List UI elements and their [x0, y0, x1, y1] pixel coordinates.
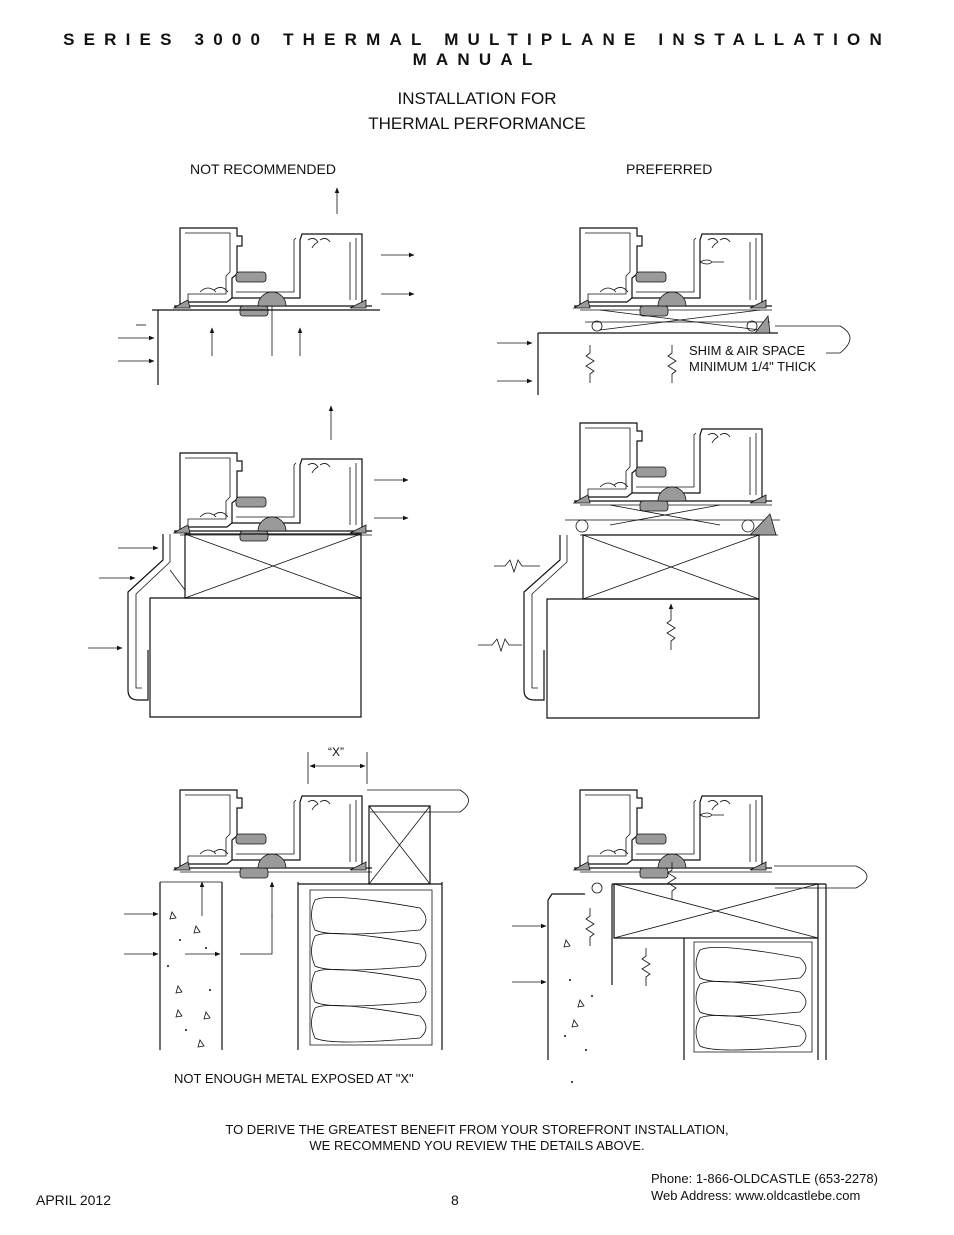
- x-dimension-label: “X”: [328, 745, 344, 759]
- advice-line-1: TO DERIVE THE GREATEST BENEFIT FROM YOUR…: [225, 1122, 729, 1137]
- advice-line-2: WE RECOMMEND YOU REVIEW THE DETAILS ABOV…: [309, 1138, 645, 1153]
- concrete-texture-right: [564, 940, 593, 1083]
- x-note: NOT ENOUGH METAL EXPOSED AT "X": [174, 1071, 414, 1086]
- concrete-texture: [167, 912, 211, 1047]
- detail-1-not-recommended: [118, 187, 415, 385]
- page-number: 8: [451, 1192, 459, 1208]
- detail-2-not-recommended: [88, 405, 409, 717]
- not-recommended-heading: NOT RECOMMENDED: [190, 161, 336, 177]
- shim-note-line-2: MINIMUM 1/4" THICK: [689, 359, 817, 374]
- manual-header: SERIES 3000 THERMAL MULTIPLANE INSTALLAT…: [63, 30, 891, 69]
- footer-phone: Phone: 1-866-OLDCASTLE (653-2278): [651, 1171, 878, 1186]
- page-title-line-1: INSTALLATION FOR: [397, 89, 557, 108]
- detail-1-preferred: [497, 227, 850, 395]
- detail-3-not-recommended: [124, 752, 469, 1050]
- preferred-heading: PREFERRED: [626, 161, 713, 177]
- footer-date: APRIL 2012: [36, 1192, 111, 1208]
- shim-note-line-1: SHIM & AIR SPACE: [689, 343, 806, 358]
- page-title-line-2: THERMAL PERFORMANCE: [368, 114, 586, 133]
- footer-web: Web Address: www.oldcastlebe.com: [651, 1188, 861, 1203]
- detail-3-preferred: [512, 789, 867, 1083]
- detail-2-preferred: [478, 422, 780, 718]
